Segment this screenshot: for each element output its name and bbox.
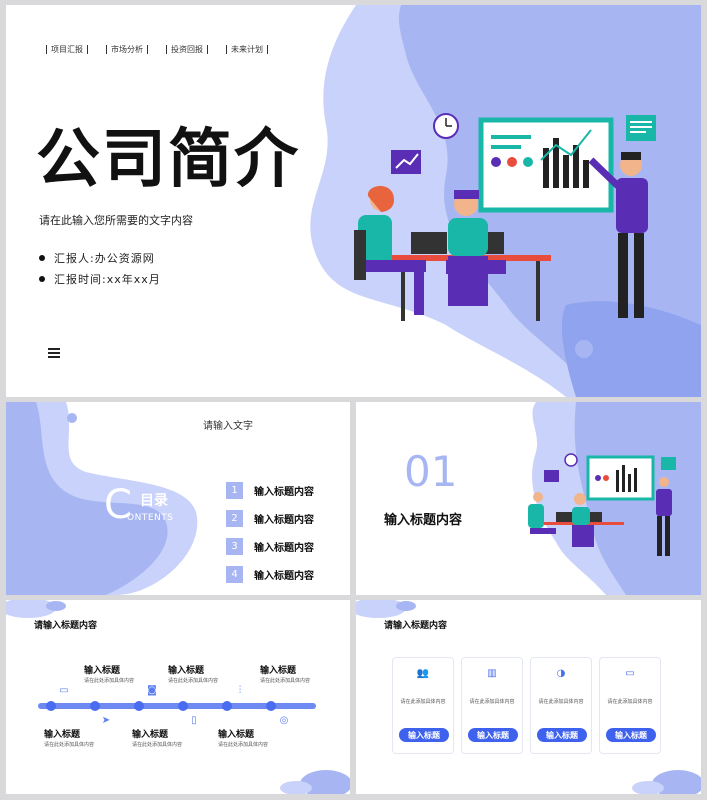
monitor-icon: ▭: [625, 668, 635, 679]
report-time-text: 汇报时间:xx年xx月: [54, 273, 161, 286]
contents-item-number: 3: [226, 538, 243, 555]
nav-item-future-plan[interactable]: 未来计划: [226, 45, 268, 54]
feature-card[interactable]: 👥 请在此添加具体内容 输入标题: [392, 657, 454, 754]
timeline-item-title: 输入标题: [44, 730, 81, 740]
timeline-item-sub: 请在此处添加具体内容: [44, 742, 95, 748]
feature-card[interactable]: ▥ 请在此添加具体内容 输入标题: [461, 657, 523, 754]
timeline-node: [222, 701, 232, 711]
reporter-line: 汇报人:办公资源网: [39, 250, 155, 266]
feature-card[interactable]: ▭ 请在此添加具体内容 输入标题: [599, 657, 661, 754]
cover-title: 公司简介: [36, 123, 300, 197]
card-text: 请在此添加具体内容: [607, 699, 653, 705]
contents-item-label: 输入标题内容: [254, 515, 314, 526]
timeline-item-title: 输入标题: [132, 730, 169, 740]
contents-item-number: 1: [226, 482, 243, 499]
timeline-item-sub: 请在此处添加具体内容: [218, 742, 269, 748]
sliders-icon: ⫶: [238, 685, 242, 696]
bullet-dot: [39, 255, 45, 261]
reporter-text: 汇报人:办公资源网: [54, 252, 155, 265]
card-button[interactable]: 输入标题: [468, 728, 518, 742]
phone-icon: ▯: [191, 715, 197, 726]
nav-item-investment-return[interactable]: 投资回报: [166, 45, 208, 54]
timeline-item-sub: 请在此处添加具体内容: [260, 678, 311, 684]
card-button[interactable]: 输入标题: [606, 728, 656, 742]
timeline-item-title: 输入标题: [218, 730, 255, 740]
contents-item-number: 2: [226, 510, 243, 527]
contents-background-shapes: [6, 402, 198, 595]
team-illustration: [354, 113, 656, 321]
camera-icon: ◙: [147, 685, 157, 696]
timeline-item-title: 输入标题: [84, 666, 121, 676]
timeline-node: [134, 701, 144, 711]
timeline-node: [90, 701, 100, 711]
contents-item[interactable]: 4 输入标题内容: [226, 566, 314, 583]
contents-letter: C: [104, 482, 132, 528]
card-button[interactable]: 输入标题: [399, 728, 449, 742]
headset-icon: ◑: [556, 668, 566, 679]
timeline-item-title: 输入标题: [168, 666, 205, 676]
monitor-icon: ▭: [59, 685, 69, 696]
section-slide[interactable]: 01 输入标题内容: [356, 402, 701, 595]
contents-item-number: 4: [226, 566, 243, 583]
cover-slide[interactable]: 项目汇报 市场分析 投资回报 未来计划 公司简介 请在此输入您所需要的文字内容 …: [6, 5, 701, 397]
nav-item-market-analysis[interactable]: 市场分析: [106, 45, 148, 54]
contents-item[interactable]: 2 输入标题内容: [226, 510, 314, 527]
contents-item-label: 输入标题内容: [254, 571, 314, 582]
bar-chart-icon: ▥: [487, 668, 497, 679]
contents-item-label: 输入标题内容: [254, 487, 314, 498]
card-button[interactable]: 输入标题: [537, 728, 587, 742]
nav-item-project-report[interactable]: 项目汇报: [46, 45, 88, 54]
card-text: 请在此添加具体内容: [469, 699, 515, 705]
cards-title: 请输入标题内容: [384, 621, 448, 631]
timeline-item-sub: 请在此处添加具体内容: [168, 678, 219, 684]
cover-subtitle: 请在此输入您所需要的文字内容: [39, 214, 193, 227]
contents-slide[interactable]: 请输入文字 C 目录 ONTENTS 1 输入标题内容 2 输入标题内容 3 输…: [6, 402, 350, 595]
timeline-item-sub: 请在此处添加具体内容: [84, 678, 135, 684]
contents-item[interactable]: 3 输入标题内容: [226, 538, 314, 555]
menu-icon[interactable]: [48, 348, 60, 360]
timeline-node: [178, 701, 188, 711]
contents-english: ONTENTS: [127, 513, 174, 523]
section-label: 输入标题内容: [384, 513, 463, 528]
timeline-item-sub: 请在此处添加具体内容: [132, 742, 183, 748]
section-team-illustration: [528, 453, 676, 556]
timeline-node: [266, 701, 276, 711]
timeline-slide[interactable]: 请输入标题内容 ▭ ◙ ⫶ ➤ ▯ ◎ 输入标题 请在此处添加具体内容 输入标题…: [6, 600, 350, 794]
timeline-item-title: 输入标题: [260, 666, 297, 676]
timeline-title: 请输入标题内容: [34, 621, 98, 631]
target-icon: ◎: [279, 715, 289, 726]
bullet-dot: [39, 276, 45, 282]
timeline-background-shapes: [6, 600, 350, 794]
top-navigation: 项目汇报 市场分析 投资回报 未来计划: [46, 45, 286, 54]
cards-slide[interactable]: 请输入标题内容 👥 请在此添加具体内容 输入标题 ▥ 请在此添加具体内容 输入标…: [356, 600, 701, 794]
contents-item-label: 输入标题内容: [254, 543, 314, 554]
timeline-bar: [38, 703, 316, 709]
timeline-node: [46, 701, 56, 711]
section-number: 01: [404, 447, 458, 496]
contents-title: 目录: [140, 493, 168, 509]
people-icon: 👥: [416, 668, 430, 679]
cards-background-shapes: [356, 600, 701, 794]
send-icon: ➤: [101, 715, 111, 726]
report-time-line: 汇报时间:xx年xx月: [39, 271, 161, 287]
contents-top-text: 请输入文字: [203, 421, 253, 432]
card-text: 请在此添加具体内容: [400, 699, 446, 705]
feature-card[interactable]: ◑ 请在此添加具体内容 输入标题: [530, 657, 592, 754]
contents-item[interactable]: 1 输入标题内容: [226, 482, 314, 499]
card-text: 请在此添加具体内容: [538, 699, 584, 705]
